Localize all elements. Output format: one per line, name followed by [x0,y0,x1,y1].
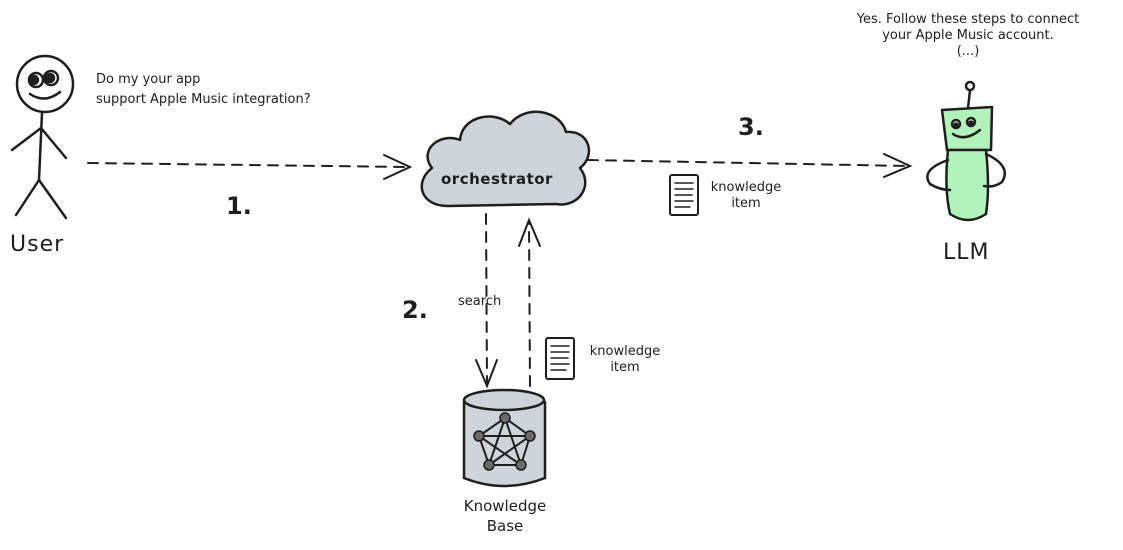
arrow-search-down [475,213,498,389]
arrow-knowledge-up [518,217,541,387]
user-head [15,54,75,114]
document-icon [669,174,699,216]
knowledge-base-line-2: Base [486,517,524,535]
knowledge-base-label: Knowledge Base [455,496,555,536]
arrow-orchestrator-to-llm [587,153,913,178]
llm-answer-line-3: (...) [956,44,980,59]
user-body [37,111,44,182]
orchestrator-label: orchestrator [441,170,553,188]
orchestrator-cloud [420,110,591,208]
user-question-line-2: support Apple Music integration? [96,92,311,107]
knowledge-item-line-1: knowledge [710,180,782,195]
llm-answer: Yes. Follow these steps to connect your … [818,12,1118,60]
robot-icon [926,80,1006,222]
llm-label: LLM [943,240,990,265]
knowledge-item-line-2: item [610,360,640,375]
arrow-user-to-orchestrator [87,154,413,180]
step-1-label: 1. [226,192,252,220]
knowledge-item-label: knowledge item [585,344,665,376]
llm-answer-line-2: your Apple Music account. [882,28,1054,43]
user-question-line-1: Do my your app [96,72,201,87]
knowledge-item-line-1: knowledge [589,344,661,359]
knowledge-base-line-1: Knowledge [463,497,547,515]
user-label: User [10,232,65,257]
knowledge-item-line-2: item [731,196,761,211]
llm-answer-line-1: Yes. Follow these steps to connect [856,12,1080,27]
step-2-label: 2. [402,296,428,324]
step-3-label: 3. [738,113,764,141]
database-icon [462,388,547,488]
user-stick-figure [10,54,75,220]
knowledge-item-label: knowledge item [706,180,786,212]
search-label: search [458,294,502,309]
document-icon [545,337,575,380]
